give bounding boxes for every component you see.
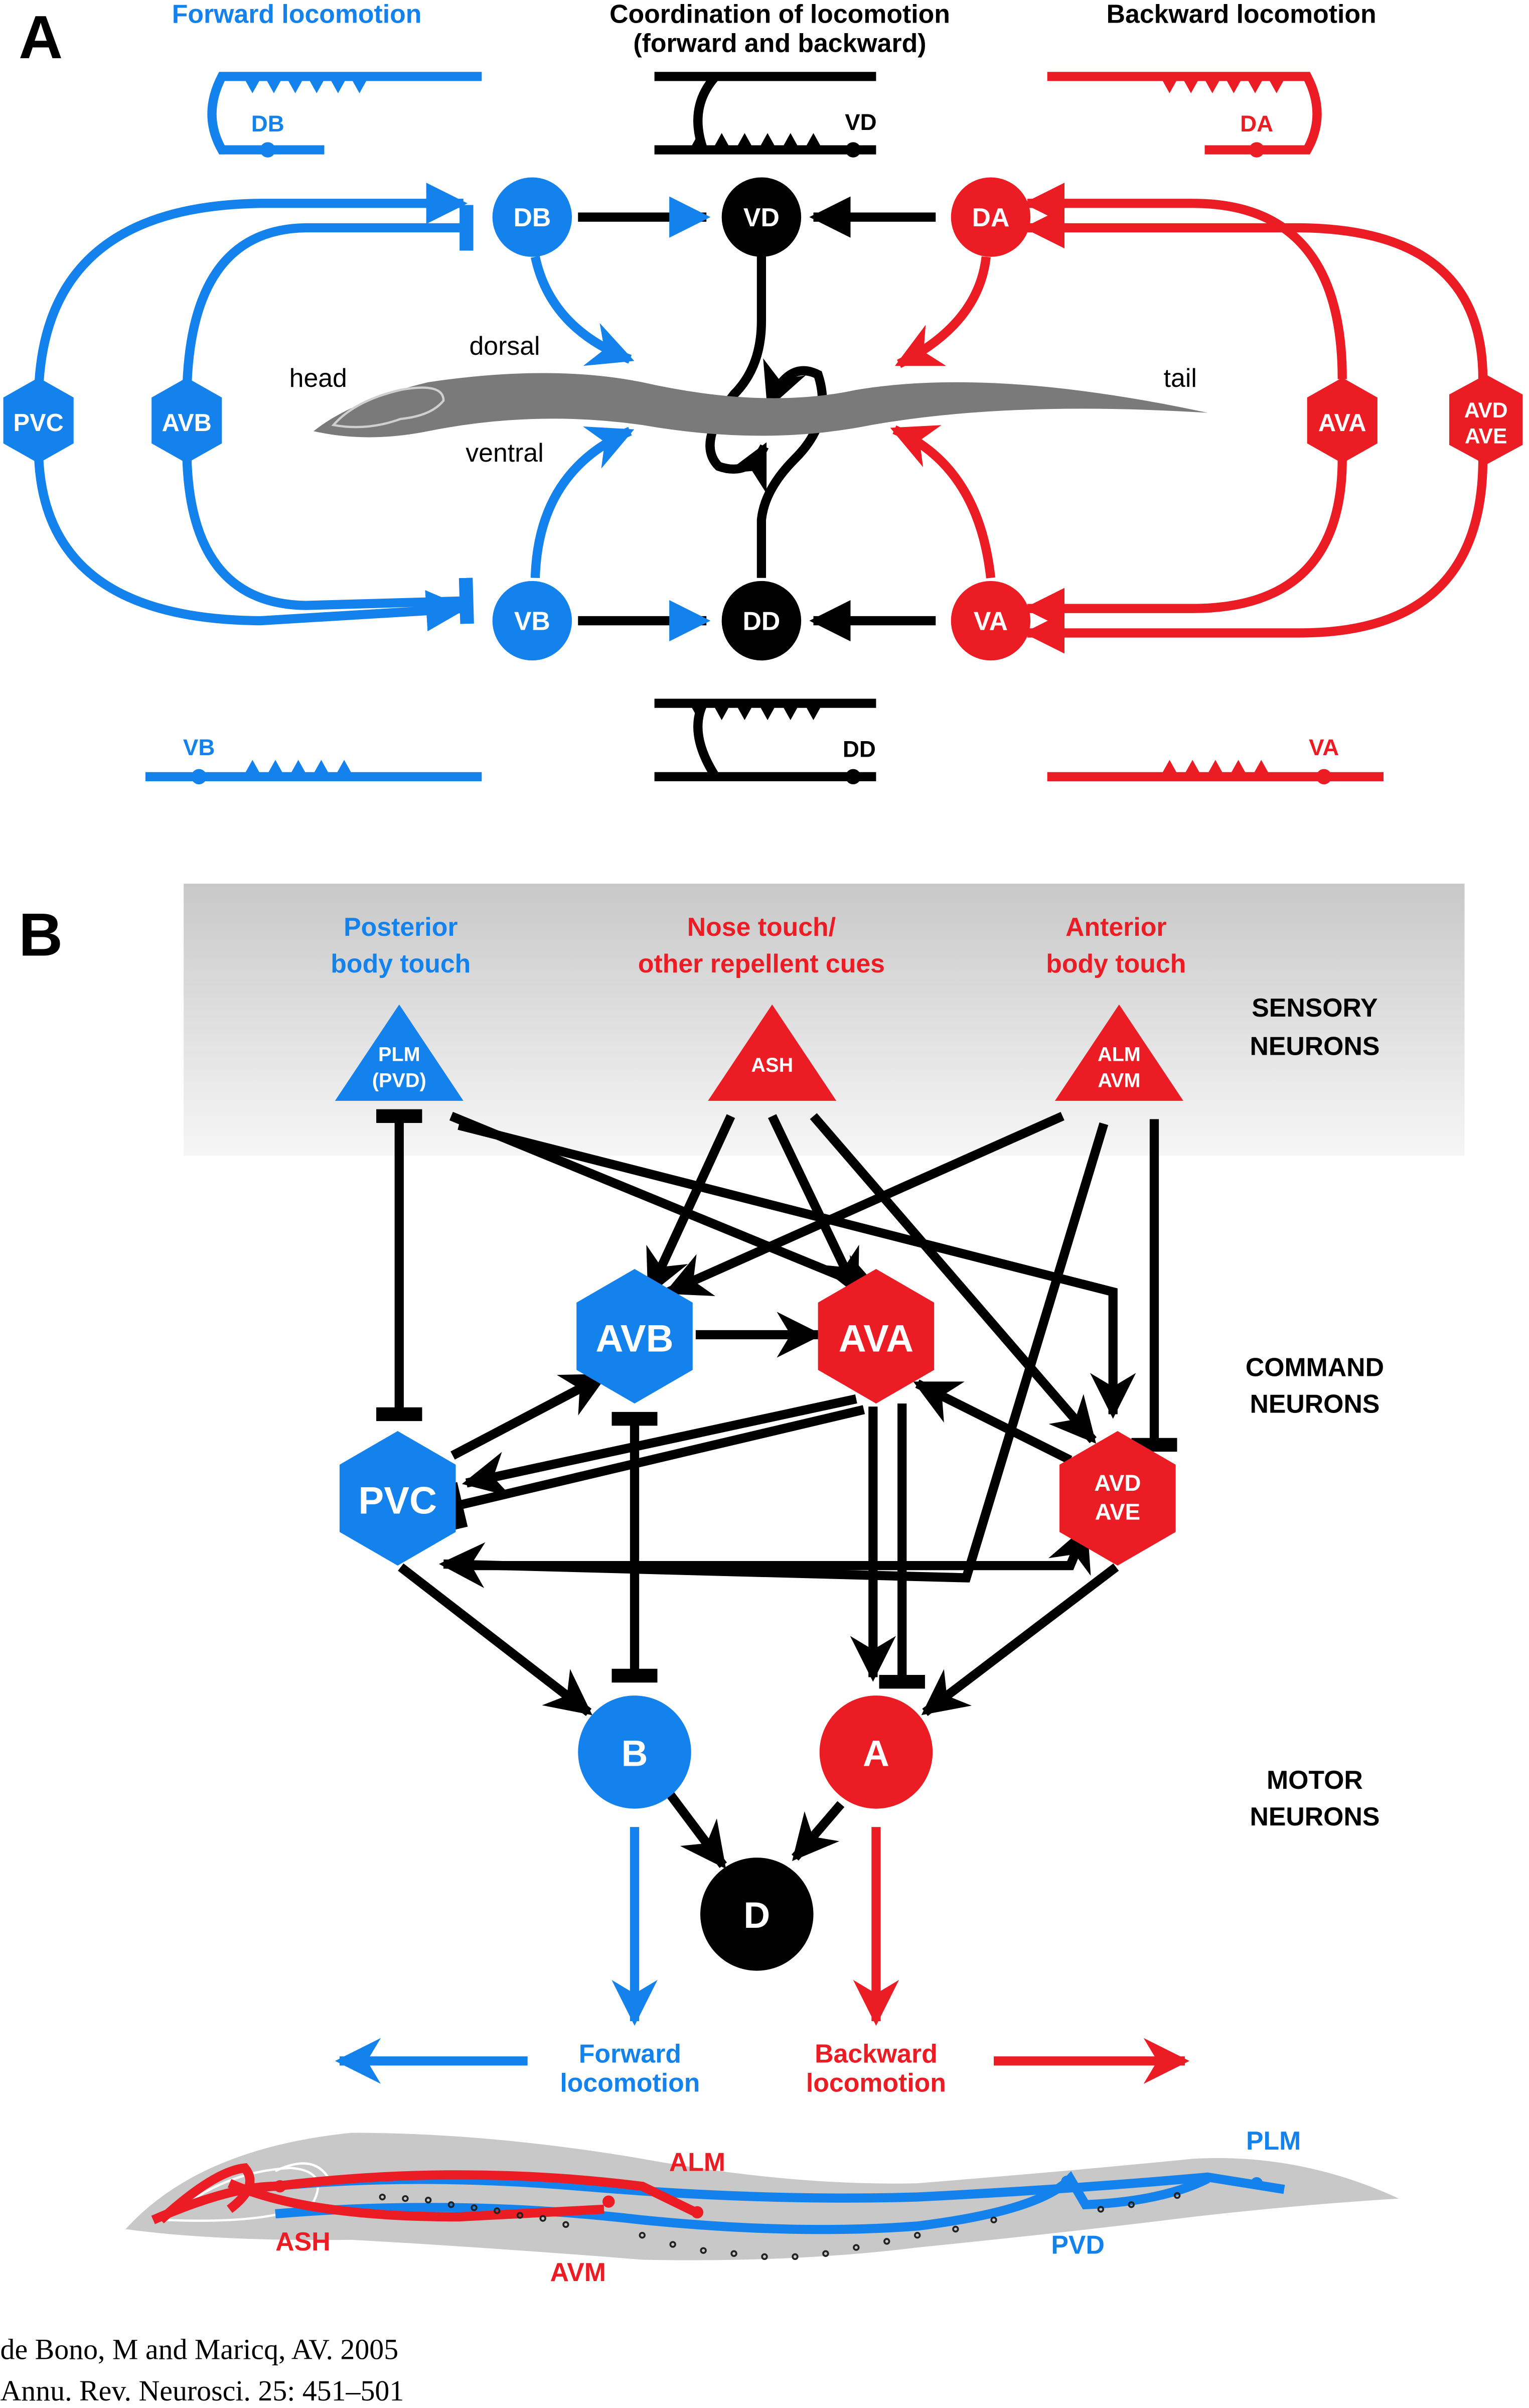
schematic-vd-label: VD [845, 109, 876, 135]
coordination-subtitle: (forward and backward) [633, 29, 926, 58]
schematic-vb-label: VB [183, 735, 215, 760]
worm-dorsal-label: dorsal [469, 331, 540, 360]
node-avm-label: AVM [1098, 1069, 1140, 1091]
node-d-label: D [743, 1895, 770, 1936]
node-vd-label: VD [743, 203, 780, 232]
node-ave-label: AVE [1095, 1499, 1141, 1525]
forward-locomotion-output: Forward [579, 2039, 681, 2068]
worm-plm-label: PLM [1246, 2126, 1301, 2155]
node-b: B [578, 1695, 691, 1809]
node-ave-a-label: AVE [1465, 424, 1507, 449]
citation-line-2: Annu. Rev. Neurosci. 25: 451–501 [1, 2374, 404, 2407]
node-dd: DD [721, 581, 802, 661]
backward-connections [890, 183, 1488, 654]
worm-tail-label: tail [1164, 363, 1197, 392]
node-avd-ave: AVD AVE [1059, 1431, 1176, 1566]
node-vb: VB [492, 581, 572, 661]
motor-neurons-label-2: NEURONS [1250, 1802, 1380, 1831]
worm-anatomy: ALM ASH AVM PVD PLM [125, 2126, 1399, 2287]
node-pvc-a: PVC [3, 377, 74, 464]
coordination-title: Coordination of locomotion [609, 0, 950, 29]
node-avd-a-label: AVD [1464, 398, 1508, 422]
backward-locomotion-title: Backward locomotion [1107, 0, 1377, 29]
node-a: A [819, 1695, 933, 1809]
node-a-label: A [863, 1733, 889, 1774]
schematic-da-label: DA [1240, 111, 1273, 136]
node-ava-label: AVA [839, 1318, 913, 1360]
panel-a-label: A [19, 3, 63, 71]
da-neuron-schematic: DA [1047, 72, 1322, 158]
node-plm: PLM (PVD) [335, 1004, 464, 1101]
node-avb: AVB [576, 1268, 693, 1404]
node-ava-a-label: AVA [1318, 409, 1366, 437]
posterior-touch-subtitle: body touch [331, 949, 471, 978]
node-alm-label: ALM [1098, 1044, 1141, 1066]
node-db: DB [492, 177, 572, 257]
schematic-dd-label: DD [843, 736, 876, 762]
worm-head-label: head [289, 363, 347, 392]
node-avd-label: AVD [1094, 1470, 1141, 1496]
dd-neuron-schematic: DD [654, 698, 876, 785]
node-da-label: DA [972, 203, 1010, 232]
node-vb-label: VB [514, 606, 550, 635]
node-db-label: DB [513, 203, 551, 232]
worm-body: head dorsal ventral tail [289, 331, 1208, 467]
vb-neuron-schematic: VB [145, 735, 482, 785]
node-vd: VD [721, 177, 802, 257]
circuit-connections [335, 1109, 1190, 2084]
va-neuron-schematic: VA [1047, 735, 1384, 785]
anterior-touch-title: Anterior [1065, 912, 1166, 941]
schematic-db-label: DB [251, 111, 284, 136]
node-plm-label: PLM [378, 1044, 420, 1066]
command-neurons-label: COMMAND [1246, 1352, 1384, 1381]
nose-touch-title: Nose touch/ [687, 912, 836, 941]
node-avb-a: AVB [151, 377, 222, 464]
forward-locomotion-output-2: locomotion [560, 2068, 700, 2097]
node-va-label: VA [974, 606, 1008, 635]
node-dd-label: DD [743, 606, 781, 635]
forward-connections [34, 183, 711, 642]
node-avb-label: AVB [595, 1318, 673, 1360]
nose-touch-subtitle: other repellent cues [638, 949, 885, 978]
anterior-touch-subtitle: body touch [1046, 949, 1186, 978]
worm-pvd-label: PVD [1051, 2230, 1104, 2259]
sensory-neurons-label: SENSORY [1252, 993, 1378, 1022]
panel-b-label: B [19, 900, 63, 968]
worm-ash-label: ASH [275, 2227, 330, 2256]
sensory-neurons-label-2: NEURONS [1250, 1031, 1380, 1060]
backward-locomotion-output: Backward [815, 2039, 938, 2068]
node-d: D [700, 1858, 814, 1971]
worm-alm-label: ALM [669, 2148, 725, 2177]
schematic-va-label: VA [1309, 735, 1339, 760]
worm-avm-label: AVM [550, 2257, 606, 2287]
motor-neurons-label: MOTOR [1267, 1765, 1363, 1794]
node-ava-a: AVA [1307, 377, 1378, 464]
node-ava: AVA [818, 1268, 935, 1404]
node-pvc-a-label: PVC [14, 409, 64, 437]
node-pvd-label: (PVD) [372, 1069, 426, 1091]
db-neuron-schematic: DB [207, 72, 482, 158]
worm-ventral-label: ventral [466, 438, 543, 467]
forward-locomotion-title: Forward locomotion [172, 0, 422, 29]
citation-line-1: de Bono, M and Maricq, AV. 2005 [1, 2333, 399, 2365]
node-alm: ALM AVM [1054, 1004, 1183, 1101]
node-b-label: B [622, 1733, 648, 1774]
node-da: DA [951, 177, 1031, 257]
node-ash: ASH [708, 1004, 837, 1101]
vd-neuron-schematic: VD [654, 72, 877, 158]
backward-locomotion-output-2: locomotion [806, 2068, 946, 2097]
node-pvc-label: PVC [358, 1480, 437, 1522]
command-neurons-label-2: NEURONS [1250, 1389, 1380, 1418]
posterior-touch-title: Posterior [344, 912, 457, 941]
node-avb-a-label: AVB [162, 409, 212, 437]
node-va: VA [951, 581, 1031, 661]
node-ash-label: ASH [751, 1054, 793, 1076]
node-pvc: PVC [339, 1431, 456, 1566]
